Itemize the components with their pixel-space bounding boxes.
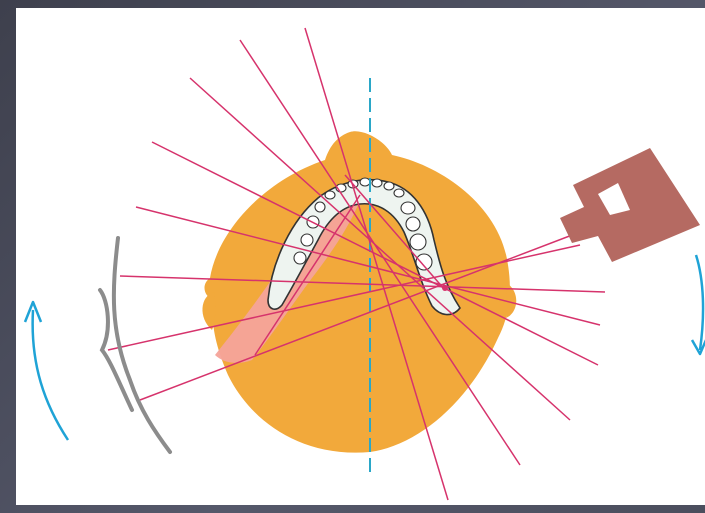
- film-icon: [98, 236, 172, 454]
- xray-beam-lines: [107, 27, 606, 501]
- teeth: [293, 177, 433, 271]
- dental-arch: [267, 177, 461, 316]
- rotation-center: [442, 285, 448, 291]
- xray-tube-icon: [560, 148, 700, 262]
- rotation-arrow-icon: [23, 254, 705, 441]
- head-outline: [202, 131, 517, 453]
